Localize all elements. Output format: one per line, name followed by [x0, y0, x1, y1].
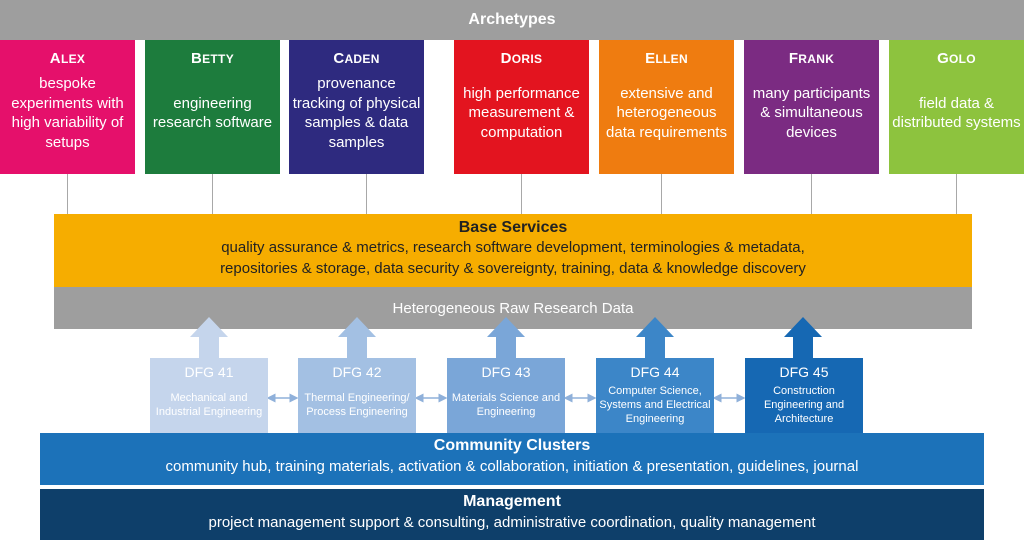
base-services-line-1: quality assurance & metrics, research so…	[221, 239, 805, 256]
archetype-name: GOLO	[937, 50, 976, 67]
community-clusters-panel: Community Clusters community hub, traini…	[40, 433, 984, 485]
archetype-name: BETTY	[190, 50, 234, 67]
dfg-box-45: DFG 45 Construction Engineering and Arch…	[745, 358, 863, 433]
connector-line	[811, 174, 812, 214]
dfg-description: Computer Science, Systems and Electrical…	[599, 385, 711, 425]
archetype-alex: ALEX bespoke experiments with high varia…	[0, 40, 135, 174]
connector-line	[67, 174, 68, 214]
connector-line	[212, 174, 213, 214]
archetype-doris: DORIS high performance measurement & com…	[454, 40, 589, 174]
dfg-title: DFG 42	[332, 364, 382, 380]
archetype-name: CADEN	[333, 50, 380, 67]
archetype-name: ELLEN	[645, 50, 688, 67]
community-clusters-description: community hub, training materials, activ…	[165, 458, 859, 475]
connector-line	[521, 174, 522, 214]
dfg-description: Thermal Engineering/ Process Engineering	[304, 392, 410, 418]
archetype-description: engineering research software	[152, 94, 273, 132]
dfg-title: DFG 43	[481, 364, 531, 380]
management-panel: Management project management support & …	[40, 489, 984, 540]
archetype-description: extensive and heterogeneous data require…	[606, 84, 727, 141]
archetype-description: field data & distributed systems	[892, 94, 1021, 132]
up-arrow-dfg44	[636, 317, 674, 358]
connector-line	[366, 174, 367, 214]
archetype-description: high performance measurement & computati…	[463, 84, 580, 141]
archetypes-header: Archetypes	[0, 0, 1024, 40]
archetype-description: bespoke experiments with high variabilit…	[11, 75, 124, 151]
dfg-box-44: DFG 44 Computer Science, Systems and Ele…	[596, 358, 714, 433]
archetype-ellen: ELLEN extensive and heterogeneous data r…	[599, 40, 734, 174]
connector-line	[661, 174, 662, 214]
archetypes-title: Archetypes	[468, 11, 556, 28]
archetype-golo: GOLO field data & distributed systems	[889, 40, 1024, 174]
dfg-box-43: DFG 43 Materials Science and Engineering	[447, 358, 565, 433]
up-arrow-dfg45	[784, 317, 822, 358]
dfg-box-42: DFG 42 Thermal Engineering/ Process Engi…	[298, 358, 416, 433]
management-title: Management	[463, 493, 561, 510]
archetype-caden: CADEN provenance tracking of physical sa…	[289, 40, 424, 174]
dfg-title: DFG 44	[630, 364, 680, 380]
archetype-description: provenance tracking of physical samples …	[292, 75, 421, 151]
base-services-title: Base Services	[458, 219, 568, 236]
up-arrow-dfg42	[338, 317, 376, 358]
archetype-frank: FRANK many participants & simultaneous d…	[744, 40, 879, 174]
dfg-description: Mechanical and Industrial Engineering	[155, 392, 263, 418]
dfg-title: DFG 41	[184, 364, 234, 380]
archetype-name: FRANK	[788, 50, 835, 67]
base-services-panel: Base Services quality assurance & metric…	[54, 214, 972, 287]
up-arrow-dfg41	[190, 317, 228, 358]
archetype-name: DORIS	[500, 50, 543, 67]
dfg-description: Materials Science and Engineering	[451, 392, 561, 418]
connector-line	[956, 174, 957, 214]
dfg-description: Construction Engineering and Architectur…	[763, 385, 845, 425]
up-arrow-dfg43	[487, 317, 525, 358]
raw-data-label: Heterogeneous Raw Research Data	[392, 299, 634, 317]
dfg-box-41: DFG 41 Mechanical and Industrial Enginee…	[150, 358, 268, 433]
base-services-line-2: repositories & storage, data security & …	[220, 260, 806, 277]
archetype-description: many participants & simultaneous devices	[752, 84, 871, 141]
archetype-betty: BETTY engineering research software	[145, 40, 280, 174]
community-clusters-title: Community Clusters	[433, 437, 591, 454]
dfg-title: DFG 45	[779, 364, 829, 380]
management-description: project management support & consulting,…	[208, 514, 816, 531]
archetype-name: ALEX	[49, 50, 86, 67]
